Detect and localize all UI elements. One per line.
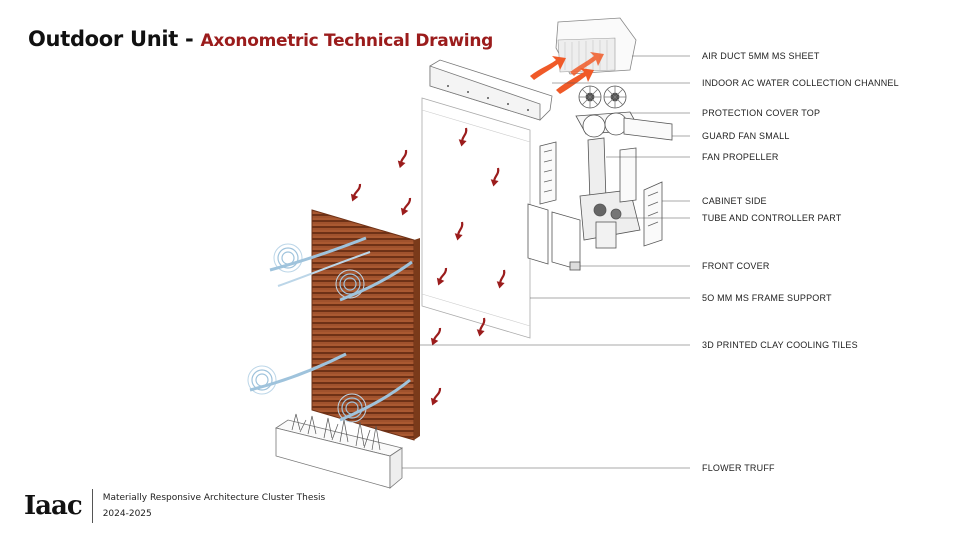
footer-text: Materially Responsive Architecture Clust… bbox=[103, 490, 326, 522]
footer-divider bbox=[91, 489, 93, 523]
footer-line-2: 2024-2025 bbox=[102, 509, 152, 519]
callout-fan-propeller: FAN PROPELLER bbox=[702, 152, 779, 162]
clay-tile-wall bbox=[311, 209, 420, 441]
callout-front-cover: FRONT COVER bbox=[702, 261, 770, 271]
callout-tube-controller: TUBE AND CONTROLLER PART bbox=[702, 213, 842, 223]
frame-support-part bbox=[421, 97, 531, 339]
callout-air-duct: AIR DUCT 5MM MS SHEET bbox=[702, 51, 820, 61]
orange-heat-arrow bbox=[530, 52, 604, 94]
fan-assembly bbox=[527, 85, 673, 271]
air-duct-part bbox=[555, 17, 637, 75]
callout-flower-truff: FLOWER TRUFF bbox=[702, 463, 775, 473]
footer-line-1: Materially Responsive Architecture Clust… bbox=[102, 493, 326, 503]
callout-protection-cover: PROTECTION COVER TOP bbox=[702, 108, 821, 118]
title-main: Outdoor Unit - bbox=[28, 27, 201, 51]
page-title: Outdoor Unit - Axonometric Technical Dra… bbox=[28, 27, 493, 51]
callout-guard-fan: GUARD FAN SMALL bbox=[702, 131, 790, 141]
title-subtitle: Axonometric Technical Drawing bbox=[200, 31, 493, 51]
callout-frame-support: 5O MM MS FRAME SUPPORT bbox=[702, 293, 832, 303]
leader-lines bbox=[402, 55, 690, 469]
footer: Iaac Materially Responsive Architecture … bbox=[24, 488, 325, 524]
callout-cabinet-side: CABINET SIDE bbox=[702, 196, 767, 206]
flower-planter bbox=[275, 413, 403, 489]
iaac-logo: Iaac bbox=[24, 491, 83, 521]
water-channel-part bbox=[429, 59, 553, 121]
fan-icon bbox=[578, 85, 627, 109]
callout-water-channel: INDOOR AC WATER COLLECTION CHANNEL bbox=[702, 78, 899, 88]
callout-clay-tiles: 3D PRINTED CLAY COOLING TILES bbox=[702, 340, 858, 350]
blue-cool-air-swirl bbox=[247, 236, 413, 423]
